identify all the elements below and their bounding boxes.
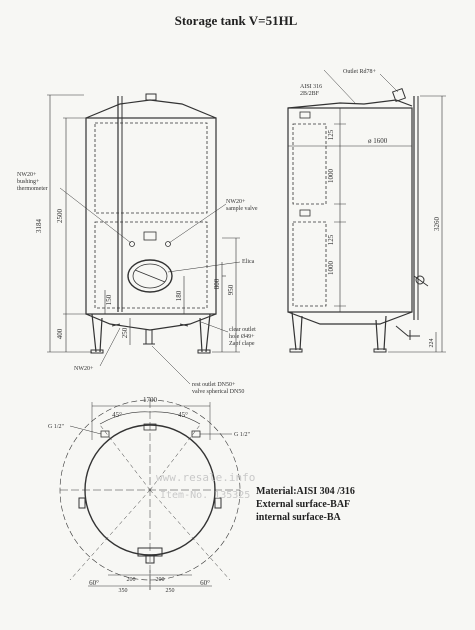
label-nw20-bottom: NW20+ — [74, 366, 94, 372]
side-tank-body — [287, 107, 413, 313]
leader-manway — [167, 261, 241, 273]
watermark-item: Item-No. 135325 — [160, 490, 250, 501]
front-upper-jacket — [94, 122, 208, 214]
label-thermometer-2: bushing+ — [17, 179, 40, 185]
side-outlet-rd78 — [391, 87, 407, 103]
dim-outlet-low: 150 — [105, 294, 113, 305]
dim-drain-offset: 250 — [121, 327, 129, 338]
front-manway — [127, 259, 173, 293]
front-tank-body — [85, 117, 217, 315]
dim-manway-height: 950 — [227, 284, 235, 295]
front-lower-jacket — [94, 221, 208, 309]
label-rest-outlet-2: valve spherical DN50 — [192, 389, 244, 395]
dim-lower-jacket: 1000 — [327, 261, 335, 276]
side-view: Outlet Rd78+ AISI 316 2B/2BF ø 1600 125 … — [287, 69, 446, 353]
label-thermometer-3: thermometer — [17, 186, 48, 192]
top-leg-right — [214, 497, 222, 509]
label-rest-outlet-1: rest outlet DN50+ — [192, 382, 236, 388]
side-top-cone — [287, 99, 413, 109]
drawing-title: Storage tank V=51HL — [175, 13, 298, 28]
top-outlet — [137, 547, 163, 557]
top-port-right-label: G 1/2" — [234, 432, 251, 438]
label-aisi316-2: 2B/2BF — [300, 91, 320, 97]
top-bottom-dim-4: 250 — [166, 588, 175, 594]
label-sample-valve-2: sample valve — [226, 206, 258, 212]
side-legs — [291, 311, 387, 351]
front-sample-nozzle — [165, 241, 171, 247]
leader-nw20 — [99, 327, 121, 367]
top-overall-width: 1700 — [143, 396, 158, 404]
dim-side-foot: 224 — [429, 339, 435, 348]
side-valve — [415, 275, 425, 285]
leader-sample-valve — [168, 203, 227, 244]
leader-thermometer — [59, 187, 132, 244]
dim-side-total-height: 3260 — [433, 217, 441, 232]
label-clear-outlet-2: hole Ø49+ — [229, 334, 255, 340]
material-line-3: internal surface-BA — [256, 512, 341, 523]
label-clear-outlet-1: clear outlet — [229, 327, 256, 333]
top-angle-right: 45° — [178, 411, 188, 419]
top-angle-arc — [99, 411, 201, 425]
leader-aisi316 — [323, 69, 357, 105]
side-bottom-outlet — [395, 325, 420, 340]
top-angle-left: 45° — [112, 411, 122, 419]
side-lower-jacket — [292, 221, 327, 307]
top-leg-bottom — [145, 554, 155, 564]
dim-body-height: 2500 — [56, 209, 64, 224]
top-angle-bottom-left: 60° — [89, 579, 99, 587]
label-outlet-rd78: Outlet Rd78+ — [343, 69, 376, 75]
side-bottom-cone — [287, 311, 413, 325]
side-diameter-label: ø 1600 — [368, 137, 388, 145]
front-bottom-cone — [85, 313, 217, 331]
label-sample-valve-1: NW20+ — [226, 199, 246, 205]
watermark: www.resale.info Item-No. 135325 — [156, 471, 255, 501]
label-manway: Elica — [242, 259, 255, 265]
front-plate — [143, 231, 157, 241]
material-line-2: External surface-BAF — [256, 499, 350, 510]
leader-clear-outlet — [200, 321, 229, 333]
leader-rest-outlet — [151, 345, 191, 385]
dim-upper-jacket: 1000 — [327, 169, 335, 184]
top-view: 1700 45° 45° G 1/2" G 1/2" 200 200 350 2… — [48, 396, 251, 594]
material-line-1: Material:AISI 304 /316 — [256, 486, 355, 497]
top-port-left-label: G 1/2" — [48, 424, 65, 430]
label-clear-outlet-3: Zapf clape — [229, 340, 255, 347]
material-block: Material:AISI 304 /316 External surface-… — [256, 486, 355, 523]
top-bottom-dim-1: 200 — [127, 577, 136, 583]
top-bottom-dim-2: 200 — [156, 577, 165, 583]
top-leg-left — [78, 497, 86, 509]
top-port-center — [143, 423, 157, 431]
front-top-vent — [145, 93, 157, 101]
watermark-url: www.resale.info — [156, 471, 255, 484]
leader-port-left — [69, 425, 102, 435]
dim-leg-height: 400 — [56, 328, 64, 339]
front-legs — [91, 313, 211, 353]
front-thermometer-nozzle — [129, 241, 135, 247]
front-view: 3184 2500 400 950 800 180 150 250 NW20+ … — [17, 93, 258, 395]
dim-manway-center: 800 — [213, 278, 221, 289]
dim-mid-gap: 125 — [327, 234, 335, 245]
label-thermometer-1: NW20+ — [17, 172, 37, 178]
front-top-cone — [85, 99, 217, 119]
dim-total-height: 3184 — [35, 219, 43, 234]
dim-top-jacket-gap: 125 — [327, 129, 335, 140]
leader-outlet-rd78 — [379, 73, 399, 93]
dim-outlet-height: 180 — [175, 290, 183, 301]
front-outlet — [143, 330, 155, 345]
top-bottom-dim-3: 350 — [119, 588, 128, 594]
top-angle-bottom-right: 60° — [200, 579, 210, 587]
side-upper-jacket — [292, 123, 327, 205]
label-aisi316-1: AISI 316 — [300, 84, 322, 90]
